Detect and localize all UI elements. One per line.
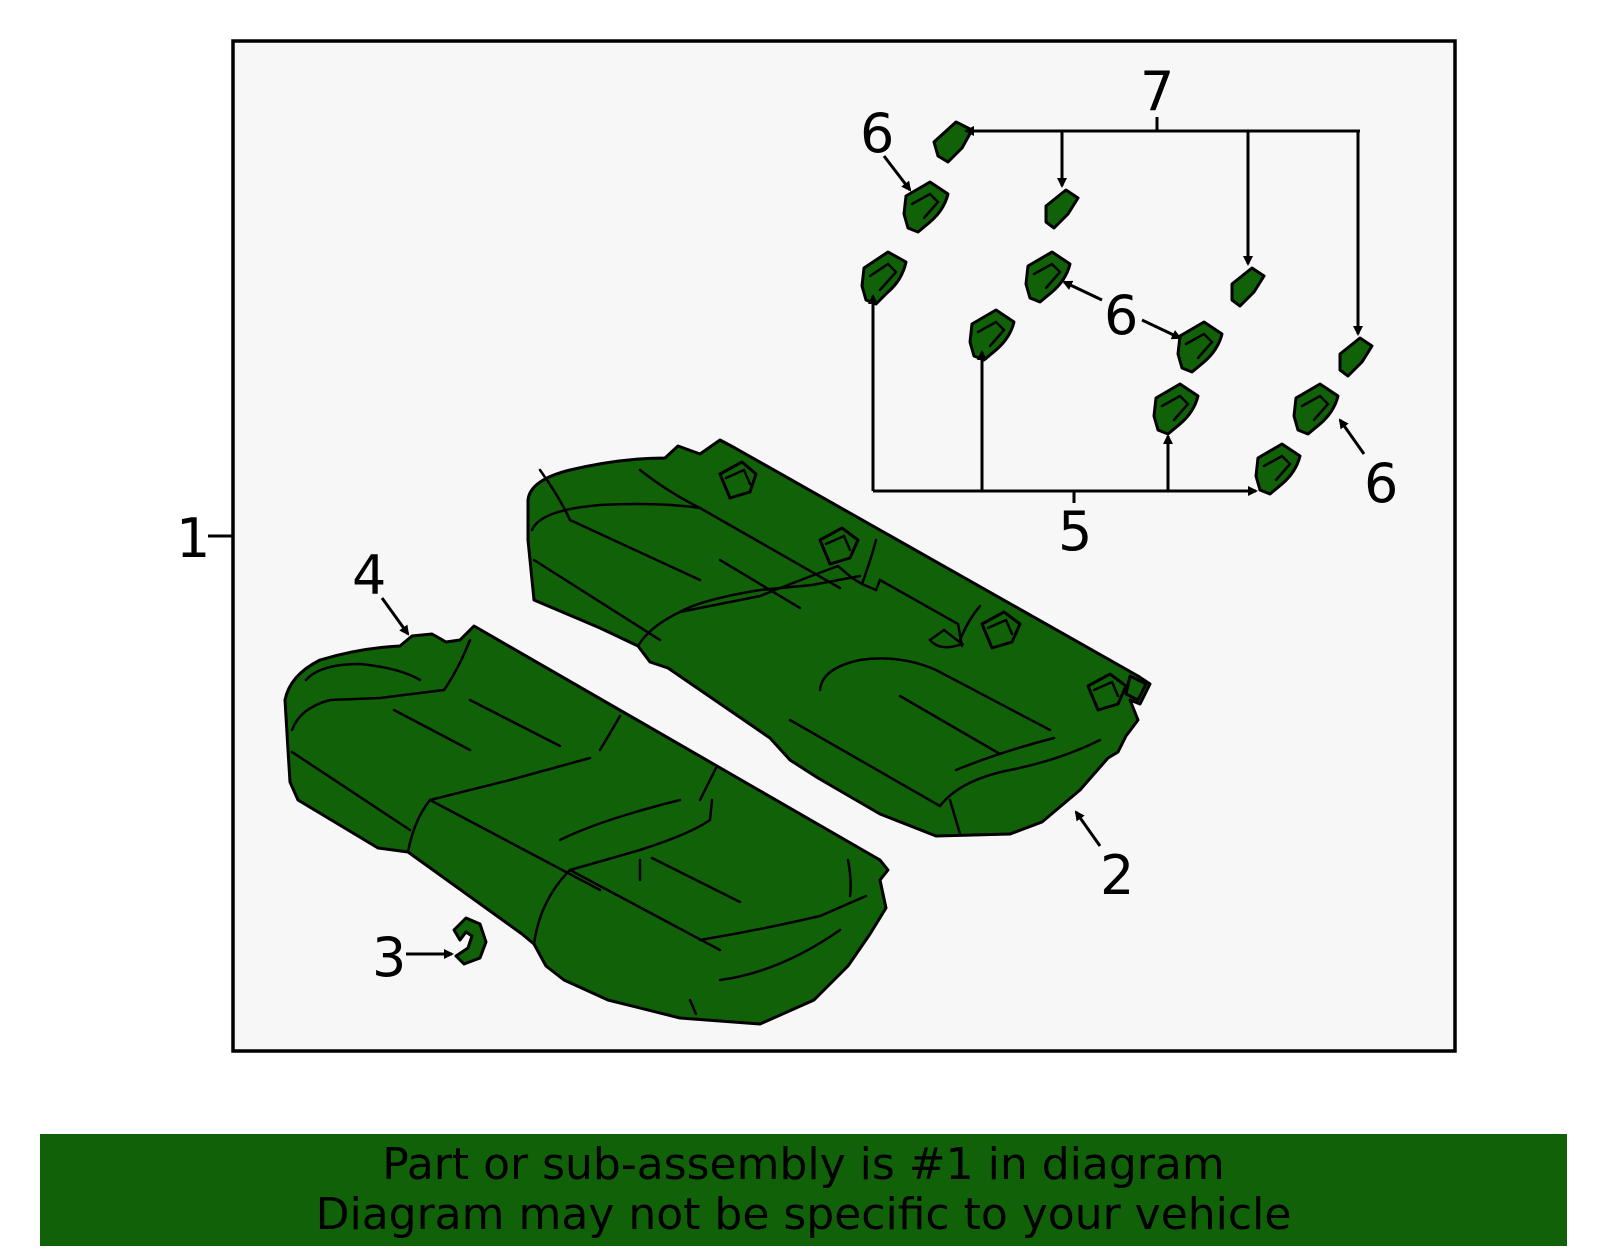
callout-5-leaders <box>868 294 1258 503</box>
callout-6-right: 6 <box>1364 452 1398 515</box>
callout-6-top: 6 <box>860 102 894 165</box>
disclaimer-banner: Part or sub-assembly is #1 in diagram Di… <box>40 1134 1567 1246</box>
banner-line-2: Diagram may not be specific to your vehi… <box>315 1189 1292 1240</box>
callout-1: 1 <box>176 507 210 570</box>
callout-2: 2 <box>1100 844 1134 907</box>
callout-6c-leader <box>1338 418 1366 455</box>
callout-6a-leader <box>882 155 912 192</box>
callout-2-leader <box>1074 810 1102 847</box>
callout-4: 4 <box>352 544 386 607</box>
callout-6b-leader-2 <box>1141 318 1182 340</box>
seat-back <box>526 438 1152 838</box>
headrest-guides <box>860 120 1374 496</box>
banner-line-1: Part or sub-assembly is #1 in diagram <box>382 1139 1225 1190</box>
seat-hook <box>452 916 488 966</box>
callout-6-middle: 6 <box>1104 284 1138 347</box>
callout-4-leader <box>380 597 410 636</box>
parts-diagram: 1 <box>176 39 1457 1053</box>
callout-7-leaders <box>964 117 1363 336</box>
seat-cushion <box>283 624 890 1026</box>
callout-7: 7 <box>1140 60 1174 123</box>
callout-3: 3 <box>372 926 406 989</box>
callout-6b-leader <box>1062 280 1103 302</box>
callout-5: 5 <box>1058 500 1092 563</box>
